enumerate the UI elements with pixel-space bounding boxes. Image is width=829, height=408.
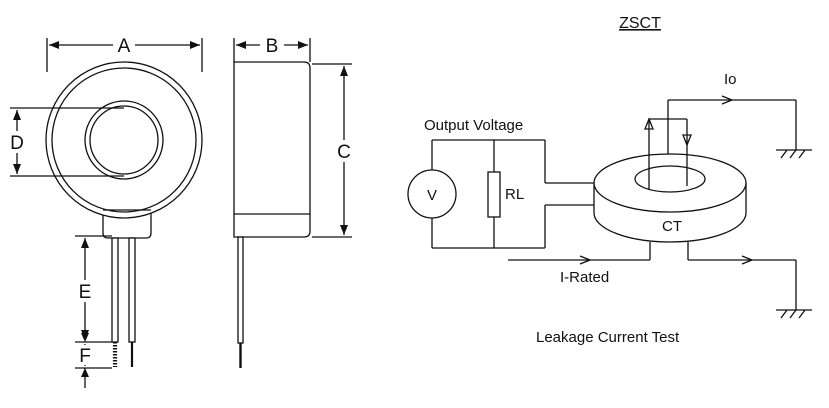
- io-flow-arrow: [721, 95, 733, 105]
- return-arrow: [741, 255, 753, 265]
- side-lead: [237, 236, 244, 344]
- ct-bore: [634, 165, 706, 193]
- lead-left: [111, 237, 119, 343]
- dim-c-label-bg: [332, 140, 356, 162]
- output-voltage-label: Output Voltage: [424, 117, 523, 134]
- dim-f-label: F: [79, 346, 91, 367]
- return-ground-hatch: [780, 309, 806, 319]
- test-schematic: ZSCT Output Voltage V RL CT Io: [407, 15, 812, 346]
- i-rated-arrow: [579, 255, 591, 265]
- schematic-title: ZSCT: [619, 15, 661, 32]
- dim-d-arrow-top: [13, 110, 21, 120]
- side-body: [233, 61, 311, 238]
- dim-c-arrow-bottom: [340, 225, 348, 235]
- dim-e-label: E: [79, 282, 92, 303]
- dim-d-label: D: [10, 133, 24, 154]
- dim-d-arrow-bottom: [13, 164, 21, 174]
- bore-outer: [84, 100, 164, 180]
- io-arrow-down: [682, 134, 692, 147]
- io-label: Io: [724, 71, 737, 88]
- dim-e-arrow-top: [81, 238, 89, 248]
- dim-b-label-bg: [260, 35, 284, 55]
- bore-inner: [89, 105, 159, 175]
- dim-b-arrow-left: [236, 41, 246, 49]
- side-view: B C: [233, 35, 356, 368]
- dim-a-label: A: [118, 36, 131, 57]
- dim-a-label-bg: [113, 35, 135, 55]
- dim-e-label-bg: [73, 280, 97, 302]
- voltmeter: [407, 169, 457, 219]
- dim-d-label-bg: [6, 131, 28, 153]
- i-rated-label: I-Rated: [560, 269, 609, 286]
- dim-f-arrow-top: [81, 333, 89, 342]
- caption-leakage-test: Leakage Current Test: [536, 329, 680, 346]
- front-view: A D E: [6, 35, 203, 388]
- load-resistor: [487, 171, 501, 218]
- load-resistor-label: RL: [505, 186, 524, 203]
- dim-f-label-bg: [75, 345, 95, 365]
- io-ground-hatch: [780, 149, 806, 159]
- dim-c-arrow-top: [340, 66, 348, 76]
- io-arrow-up: [644, 117, 654, 130]
- dim-b-label: B: [266, 36, 279, 57]
- outer-ring-inner-edge: [51, 67, 197, 213]
- dim-a-arrow-right: [190, 41, 200, 49]
- dim-b-arrow-right: [298, 41, 308, 49]
- lead-right: [128, 237, 136, 343]
- ct-label: CT: [662, 218, 682, 235]
- dim-c-label: C: [337, 142, 351, 163]
- voltmeter-label: V: [427, 187, 437, 204]
- dim-a-arrow-left: [49, 41, 59, 49]
